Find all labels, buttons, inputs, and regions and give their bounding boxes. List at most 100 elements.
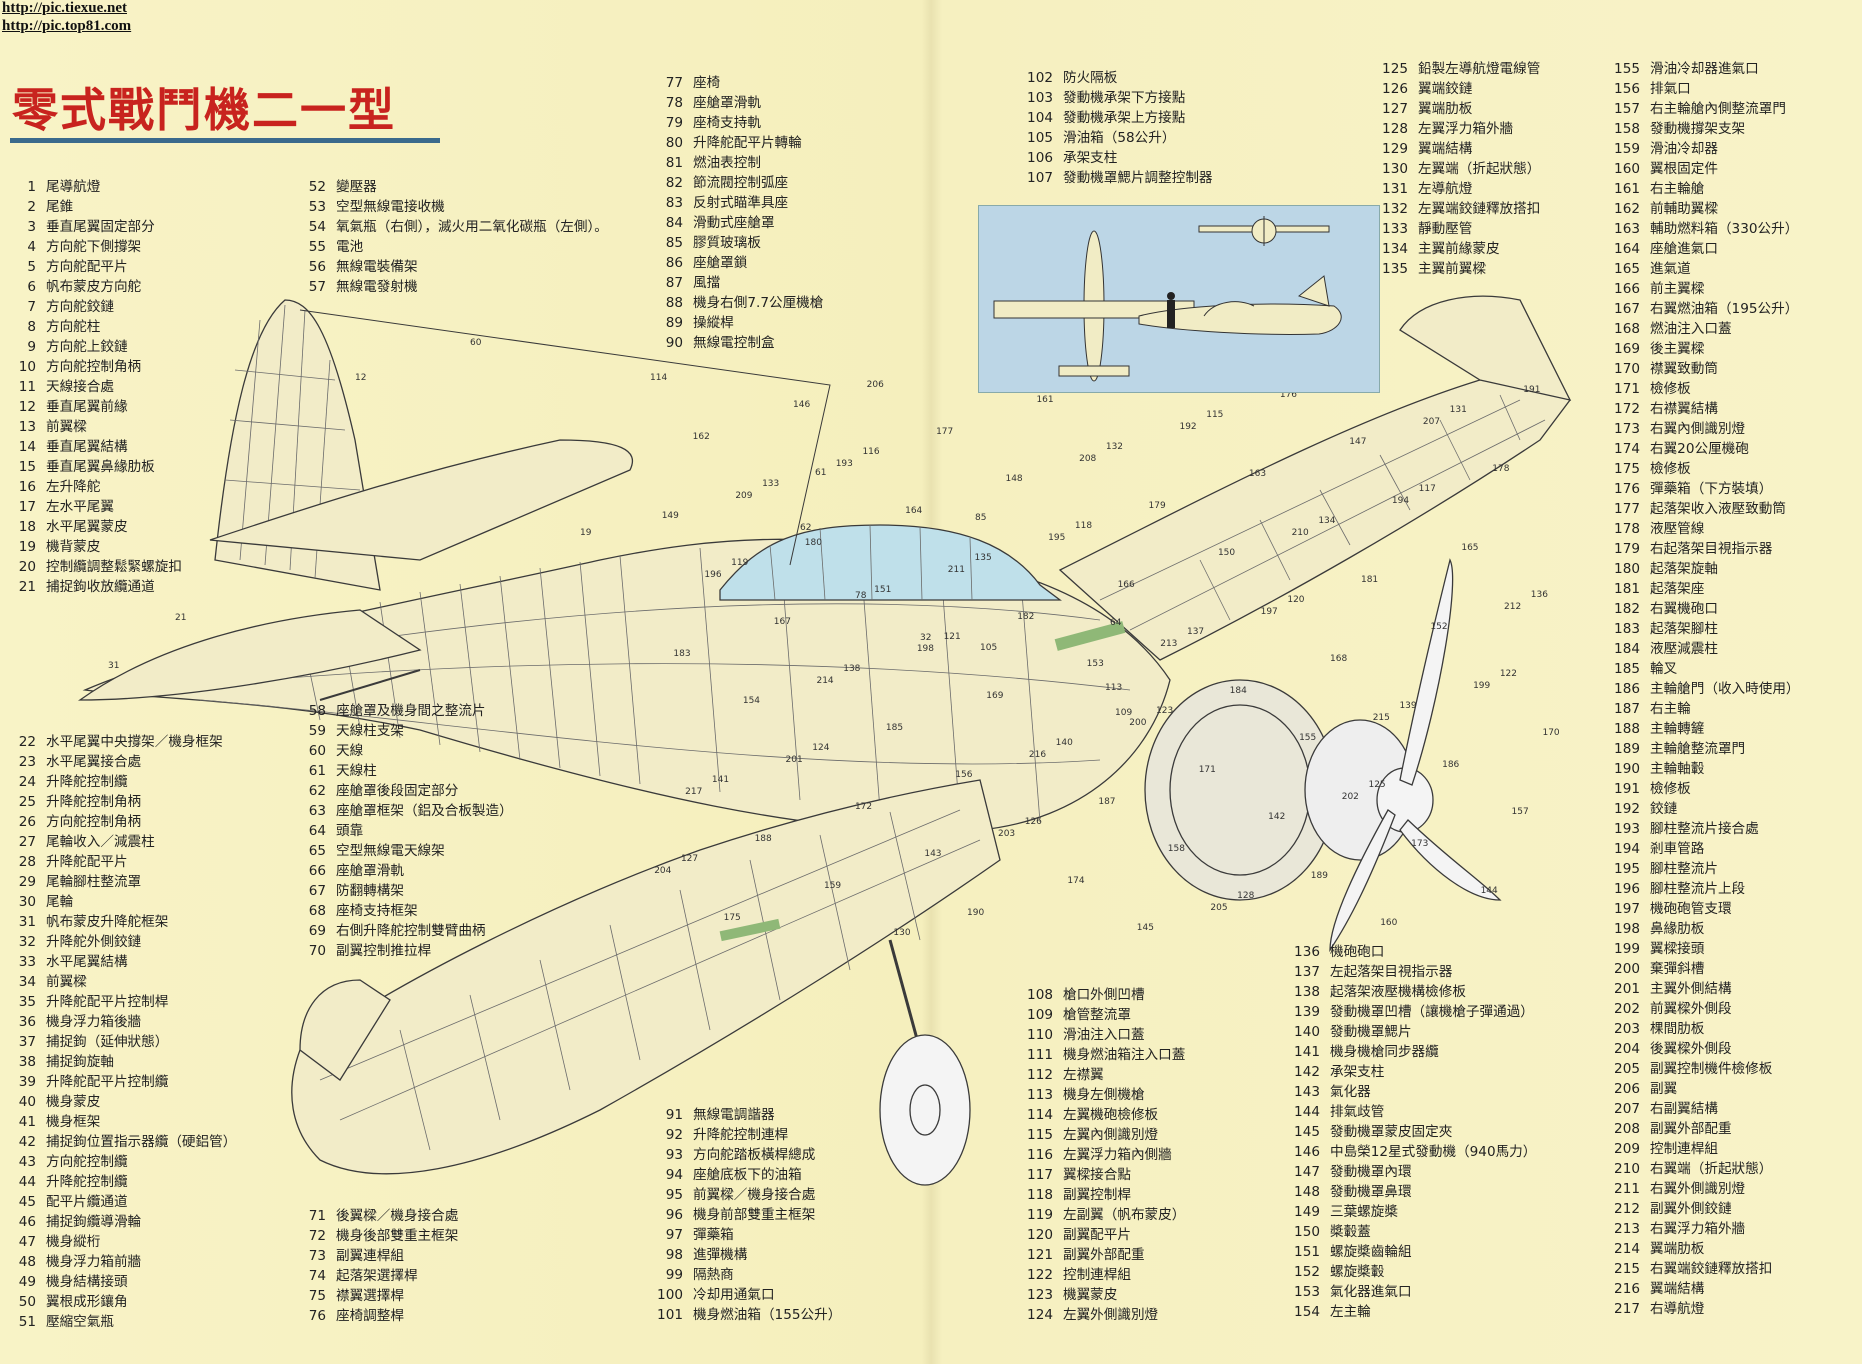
callout-number: 185 — [886, 723, 903, 733]
legend-item-label: 槍口外側凹槽 — [1063, 987, 1145, 1003]
legend-item-label: 副翼外部配重 — [1650, 1121, 1732, 1137]
legend-item-number: 211 — [1614, 1181, 1640, 1197]
legend-item-label: 起落架選擇桿 — [336, 1268, 418, 1284]
legend-item-label: 座椅支持框架 — [336, 903, 418, 919]
legend-item-label: 機身結構接頭 — [46, 1274, 128, 1290]
callout-number: 149 — [662, 511, 679, 521]
legend-item-label: 捕捉鉤旋軸 — [46, 1054, 114, 1070]
legend-item-label: 升降舵控制纜 — [46, 1174, 128, 1190]
legend-item-label: 天線柱支架 — [336, 723, 404, 739]
legend-item-label: 前輔助翼樑 — [1650, 201, 1718, 217]
legend-item-label: 鉸鏈 — [1650, 801, 1678, 817]
watermark-line-2[interactable]: http://pic.top81.com — [2, 18, 132, 34]
callout-number: 179 — [1149, 501, 1166, 511]
legend-item-label: 方向舵下側撐架 — [46, 239, 142, 255]
legend-item-label: 起落架腳柱 — [1650, 621, 1718, 637]
legend-item-label: 左翼機砲檢修板 — [1063, 1107, 1159, 1123]
callout-number: 131 — [1450, 405, 1467, 415]
legend-item-number: 140 — [1294, 1024, 1320, 1040]
callout-number: 162 — [693, 432, 710, 442]
callout-number: 201 — [786, 755, 803, 765]
legend-item-label: 氧氣瓶（右側），滅火用二氧化碳瓶（左側）。 — [336, 219, 608, 235]
legend-item-number: 134 — [1382, 241, 1408, 257]
legend-item-label: 右主輪艙 — [1650, 181, 1705, 197]
legend-item-number: 99 — [665, 1267, 683, 1283]
legend-item-number: 44 — [18, 1174, 36, 1190]
callout-number: 135 — [975, 553, 992, 563]
legend-item-label: 控制纜調整鬆緊螺旋扣 — [46, 559, 182, 575]
legend-item-label: 發動機罩內環 — [1330, 1164, 1412, 1180]
legend-item-label: 升降舵配平片轉輪 — [693, 135, 802, 151]
legend-item-label: 三葉螺旋槳 — [1330, 1204, 1398, 1220]
legend-item-number: 157 — [1614, 101, 1640, 117]
legend-item-label: 後主翼樑 — [1650, 341, 1705, 357]
legend-item-label: 進彈機構 — [693, 1247, 748, 1263]
legend-item-label: 機身右側7.7公厘機槍 — [693, 295, 824, 311]
callout-number: 181 — [1361, 575, 1378, 585]
legend-item-label: 腳柱整流片 — [1650, 861, 1718, 877]
legend-item-label: 機身機槍同步器纜 — [1330, 1044, 1439, 1060]
watermark-line-1[interactable]: http://pic.tiexue.net — [2, 0, 127, 16]
legend-item-label: 左導航燈 — [1418, 181, 1473, 197]
callout-number: 175 — [724, 913, 741, 923]
legend-item-number: 33 — [18, 954, 36, 970]
legend-item-label: 氣化器進氣口 — [1330, 1284, 1412, 1300]
callout-number: 165 — [1461, 543, 1478, 553]
legend-item-number: 85 — [665, 235, 683, 251]
legend-item-label: 機砲砲管支環 — [1650, 901, 1732, 917]
legend-item-number: 94 — [665, 1167, 683, 1183]
legend-item-number: 91 — [665, 1107, 683, 1123]
legend-item-label: 升降舵配平片控制纜 — [46, 1074, 169, 1090]
legend-item-label: 帆布蒙皮方向舵 — [46, 279, 142, 295]
legend-item-number: 117 — [1027, 1167, 1053, 1183]
legend-item-number: 154 — [1294, 1304, 1320, 1320]
legend-item-number: 76 — [308, 1308, 326, 1324]
legend-item-number: 139 — [1294, 1004, 1320, 1020]
legend-item-label: 防火隔板 — [1063, 70, 1118, 86]
title-underline — [10, 138, 440, 143]
legend-item-label: 滑油冷却器進氣口 — [1650, 61, 1759, 77]
legend-item-number: 82 — [665, 175, 683, 191]
legend-item-label: 左翼浮力箱外牆 — [1418, 121, 1514, 137]
legend-item-label: 襟翼致動筒 — [1650, 361, 1718, 377]
legend-item-number: 3 — [27, 219, 36, 235]
legend-item-label: 翼端鉸鏈 — [1418, 81, 1473, 97]
callout-number: 198 — [917, 644, 934, 654]
callout-number: 167 — [774, 617, 791, 627]
legend-item-number: 78 — [665, 95, 683, 111]
callout-number: 157 — [1512, 807, 1529, 817]
legend-item-number: 79 — [665, 115, 683, 131]
legend-item-number: 123 — [1027, 1287, 1053, 1303]
legend-item-number: 72 — [308, 1228, 326, 1244]
legend-item-number: 188 — [1614, 721, 1640, 737]
legend-item-number: 36 — [18, 1014, 36, 1030]
legend-item-label: 操縱桿 — [693, 315, 734, 331]
callout-number: 32 — [920, 633, 931, 643]
